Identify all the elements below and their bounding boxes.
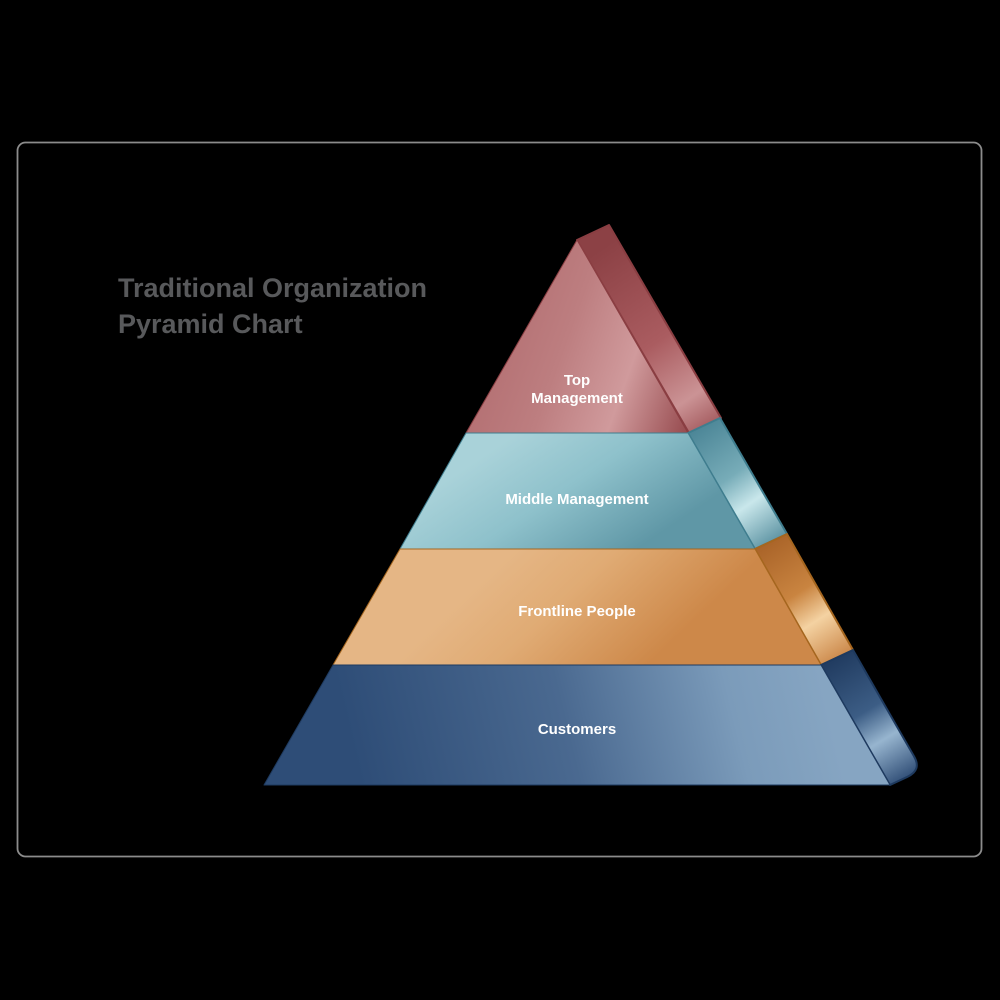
pyramid-level-4: Customers	[263, 649, 918, 786]
pyramid-level-4-side	[820, 649, 918, 786]
pyramid-level-1-label-line2: Management	[531, 390, 623, 407]
pyramid-level-4-label: Customers	[538, 721, 616, 738]
pyramid-level-2: Middle Management	[399, 417, 788, 550]
pyramid-level-3-label: Frontline People	[518, 603, 636, 620]
chart-title: Traditional Organization Pyramid Chart	[118, 273, 427, 339]
pyramid-level-1-label-line1: Top	[564, 372, 590, 389]
chart-title-line1: Traditional Organization	[118, 273, 427, 303]
pyramid-level-3: Frontline People	[332, 533, 854, 666]
pyramid-level-2-label: Middle Management	[505, 491, 648, 508]
chart-card-border	[16, 141, 983, 858]
chart-title-line2: Pyramid Chart	[118, 309, 303, 339]
pyramid-level-1: Top Management	[465, 224, 722, 434]
pyramid-level-4-front	[263, 664, 891, 786]
